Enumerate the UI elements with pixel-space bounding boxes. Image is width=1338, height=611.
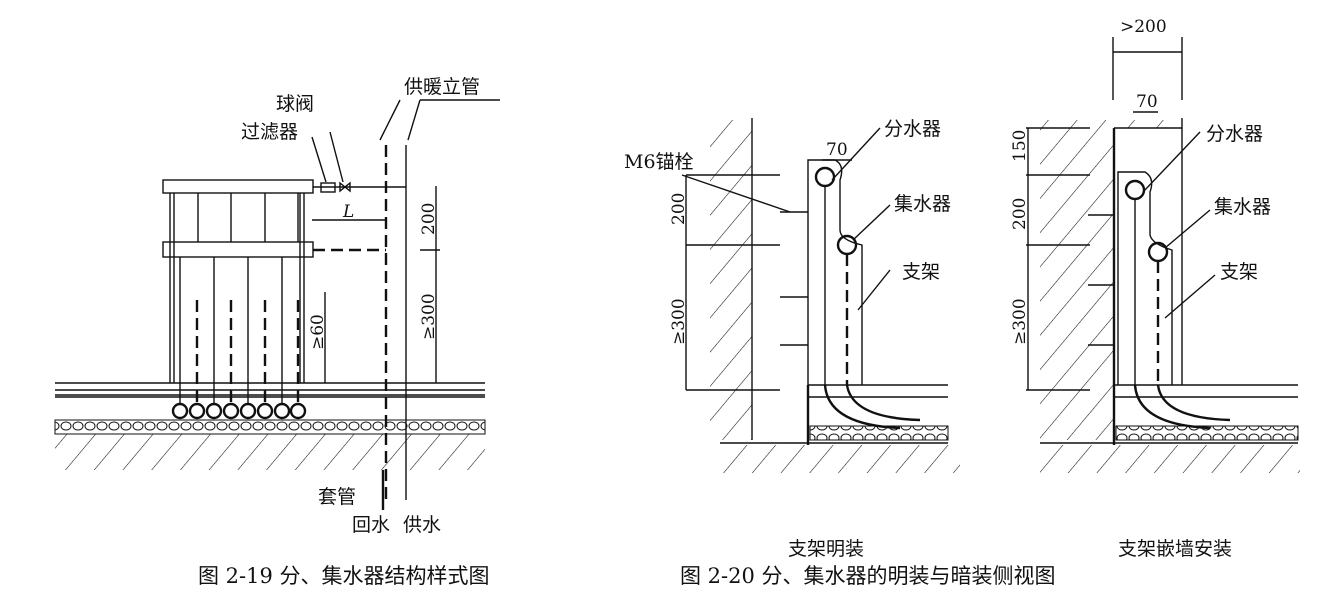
ground-hatch: [1040, 445, 1300, 473]
wall-hatch: [710, 120, 752, 440]
dim-60: ≥60: [308, 314, 328, 350]
collector-manifold: [162, 241, 314, 258]
gravel-layer: [809, 425, 949, 441]
supply-water-label: 供水: [403, 514, 441, 536]
distributor-pipe: [1124, 179, 1146, 201]
anchor-bolts: [1088, 214, 1114, 346]
bracket-label: 支架: [902, 261, 940, 283]
dim-300: ≥300: [1010, 298, 1030, 345]
dim-70: 70: [1136, 92, 1158, 112]
collector-pipe: [1147, 241, 1169, 263]
figure-2-20-exposed: 分水器 集水器 支架 M6锚栓 70 200 ≥300 支架明装: [624, 118, 960, 560]
manifold-frame: [169, 193, 305, 383]
dim-200: 200: [419, 203, 439, 235]
ground-hatch: [55, 434, 485, 470]
gravel-layer: [54, 419, 486, 435]
gravel-layer: [1115, 425, 1299, 441]
distributor-label: 分水器: [1206, 123, 1263, 145]
dim-300: ≥300: [419, 293, 439, 340]
filter-icon: [320, 182, 336, 193]
distributor-pipe: [814, 166, 836, 188]
figure-2-20-caption: 图 2-20 分、集水器的明装与暗装侧视图: [680, 564, 1056, 588]
dim-gt200: >200: [1120, 17, 1167, 37]
ball-valve-icon: [339, 181, 351, 193]
L-dimension-label: L: [342, 202, 354, 222]
anchor-bolts: [780, 211, 808, 346]
wall-hatch: [1040, 120, 1114, 440]
dimension-and-leader-lines: [1026, 37, 1216, 391]
heating-riser-label: 供暖立管: [404, 76, 480, 98]
dimension-lines: [312, 186, 440, 383]
anchor-bolt-label: M6锚栓: [624, 151, 694, 173]
return-water-label: 回水: [352, 514, 390, 536]
distributor-manifold: [162, 179, 314, 194]
collector-pipe: [836, 234, 858, 256]
bracket: [1117, 171, 1173, 385]
filter-label: 过滤器: [241, 121, 298, 143]
bracket: [807, 159, 863, 385]
branch-pipes: [179, 193, 299, 405]
dimension-and-leader-lines: [681, 127, 891, 391]
floor-pipe-bend: [845, 384, 921, 422]
bracket-label: 支架: [1220, 261, 1258, 283]
dim-200: 200: [1010, 198, 1030, 230]
distributor-label: 分水器: [884, 118, 941, 140]
sleeve-label: 套管: [318, 486, 356, 508]
dim-150: 150: [1010, 130, 1030, 162]
exposed-subcaption: 支架明装: [788, 538, 864, 560]
dim-70: 70: [826, 140, 848, 160]
dim-300: ≥300: [669, 298, 689, 345]
collector-label: 集水器: [1214, 196, 1271, 218]
leader-lines: [311, 99, 500, 183]
floor-heating-pipes: [171, 402, 307, 420]
floor-pipe-bend: [1156, 384, 1231, 422]
niche-top-hatch: [1114, 120, 1182, 128]
ground-hatch: [720, 445, 960, 473]
figure-2-20-embedded: >200 70 分水器 集水器 支架 150 200 ≥300 支架嵌墙安装: [1010, 17, 1300, 560]
figure-2-19: 球阀 过滤器 供暖立管 L 200 ≥300 ≥60 套管 回水 供水 图 2-…: [54, 76, 500, 588]
ball-valve-label: 球阀: [276, 93, 314, 115]
figure-2-19-caption: 图 2-19 分、集水器结构样式图: [198, 564, 490, 588]
collector-label: 集水器: [894, 193, 951, 215]
embedded-subcaption: 支架嵌墙安装: [1118, 538, 1232, 560]
floor-pipe-bend: [823, 384, 901, 430]
floor-pipe-bend: [1133, 384, 1211, 430]
dim-200: 200: [669, 193, 689, 225]
